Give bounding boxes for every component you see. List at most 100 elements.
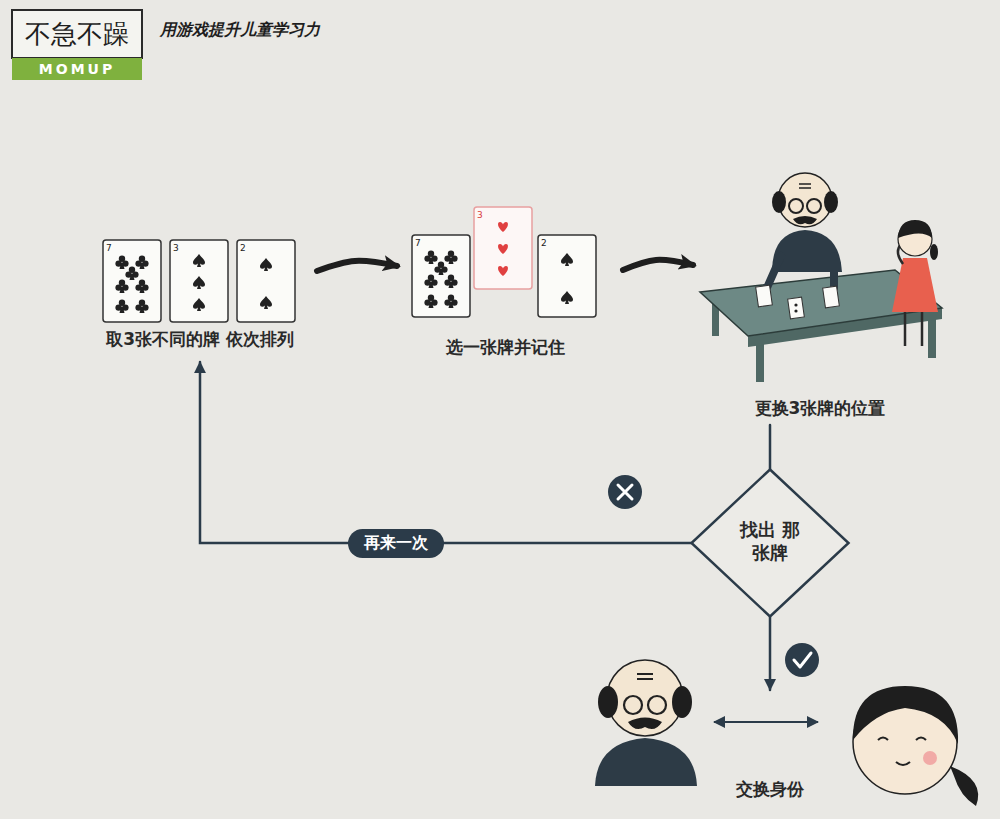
girl-portrait <box>950 766 978 806</box>
grandpa-portrait <box>598 686 618 718</box>
logo-frame <box>12 10 142 80</box>
girl-portrait <box>853 686 978 806</box>
card-seven-clubs <box>103 240 161 322</box>
card-two-spades <box>561 291 573 304</box>
grandpa-figure <box>793 216 817 224</box>
card-two-spades <box>237 240 295 322</box>
step-cards: 选一张牌并记住 <box>405 200 605 362</box>
step-caption: 选一张牌并记住 <box>446 336 565 358</box>
card-index: 3 <box>173 243 179 253</box>
girl-figure <box>892 220 938 346</box>
card-seven-clubs <box>115 256 128 269</box>
card-seven-clubs <box>434 262 447 275</box>
card-three-hearts <box>498 266 508 276</box>
card-three-hearts <box>474 207 532 289</box>
card-three-spades <box>193 254 205 267</box>
step-caption: 取3张不同的牌 依次排列 <box>106 328 294 350</box>
card-three-spades <box>193 298 205 311</box>
grandpa-portrait <box>607 660 683 736</box>
card-three-hearts <box>498 244 508 254</box>
card-table <box>766 256 834 290</box>
card-seven-clubs <box>444 251 457 264</box>
card-table <box>794 303 797 306</box>
grandpa-portrait <box>648 696 666 714</box>
grandpa-figure <box>799 184 811 188</box>
grandpa-portrait <box>628 718 662 730</box>
card-index: 2 <box>541 238 547 248</box>
girl-figure <box>905 310 922 346</box>
check-symbol <box>785 643 819 677</box>
card-two-spades <box>538 235 596 317</box>
cross-symbol <box>618 485 632 499</box>
cross-symbol <box>608 475 642 509</box>
logo-text: 不急不躁 <box>12 12 142 56</box>
step-caption: 更换3张牌的位置 <box>755 397 886 419</box>
swap-arrow <box>714 722 818 723</box>
card-two-spades <box>538 235 596 317</box>
card-seven-clubs <box>135 256 148 269</box>
card-three-spades <box>170 240 228 322</box>
grandpa-portrait <box>595 660 697 786</box>
girl-portrait <box>853 686 958 744</box>
step-cards: 取3张不同的牌 依次排列 <box>95 232 305 354</box>
card-three-hearts <box>498 222 508 232</box>
grandpa-portrait <box>624 696 642 714</box>
girl-figure <box>898 220 932 238</box>
card-table <box>756 285 773 307</box>
card-two-spades <box>260 258 272 271</box>
card-seven-clubs <box>412 235 470 317</box>
swap-arrow <box>714 721 818 723</box>
girl-portrait <box>878 738 926 741</box>
card-index: 7 <box>415 238 421 248</box>
card-table <box>788 297 805 319</box>
girl-portrait <box>896 762 910 765</box>
card-seven-clubs <box>115 300 128 313</box>
flow-arrow <box>769 617 772 690</box>
card-seven-clubs <box>125 267 138 280</box>
card-seven-clubs <box>424 295 437 308</box>
check-symbol <box>785 643 819 677</box>
flow-arrow <box>623 260 693 270</box>
step-illustration: 更换3张牌的位置 <box>695 165 945 423</box>
card-two-spades <box>260 296 272 309</box>
card-two-spades <box>237 240 295 322</box>
card-index: 2 <box>240 243 246 253</box>
card-three-spades <box>193 276 205 289</box>
card-seven-clubs <box>424 275 437 288</box>
girl-portrait <box>923 751 937 765</box>
flow-arrow <box>317 261 397 271</box>
cross-symbol <box>608 475 642 509</box>
girl-figure <box>892 258 938 312</box>
grandpa-portrait <box>672 686 692 718</box>
card-seven-clubs <box>115 280 128 293</box>
edge-label: 再来一次 <box>348 529 444 558</box>
diamond-outline <box>692 470 849 617</box>
check-symbol <box>794 653 811 667</box>
step-caption: 交换身份 <box>736 778 804 800</box>
logo-frame <box>12 58 142 80</box>
page-title: 用游戏提升儿童学习力 <box>160 20 320 41</box>
card-table <box>700 256 942 382</box>
card-seven-clubs <box>135 280 148 293</box>
grandpa-figure <box>789 199 803 213</box>
brand-text: MOMUP <box>12 58 142 80</box>
logo-frame <box>12 10 142 58</box>
flow-arrow <box>200 362 691 543</box>
grandpa-figure <box>824 191 838 213</box>
grandpa-figure <box>778 173 832 227</box>
card-seven-clubs <box>103 240 161 322</box>
girl-figure <box>930 244 938 260</box>
grandpa-portrait <box>595 738 697 786</box>
grandpa-portrait <box>637 674 653 679</box>
card-table <box>756 340 764 382</box>
grandpa-figure <box>807 199 821 213</box>
card-index: 3 <box>477 210 483 220</box>
card-seven-clubs <box>135 300 148 313</box>
result-step: 交换身份 <box>590 690 950 804</box>
grandpa-figure <box>772 191 786 213</box>
card-seven-clubs <box>424 251 437 264</box>
card-index: 7 <box>106 243 112 253</box>
flow-arrow <box>769 425 772 469</box>
decision-text: 找出 那张牌 <box>739 518 800 565</box>
